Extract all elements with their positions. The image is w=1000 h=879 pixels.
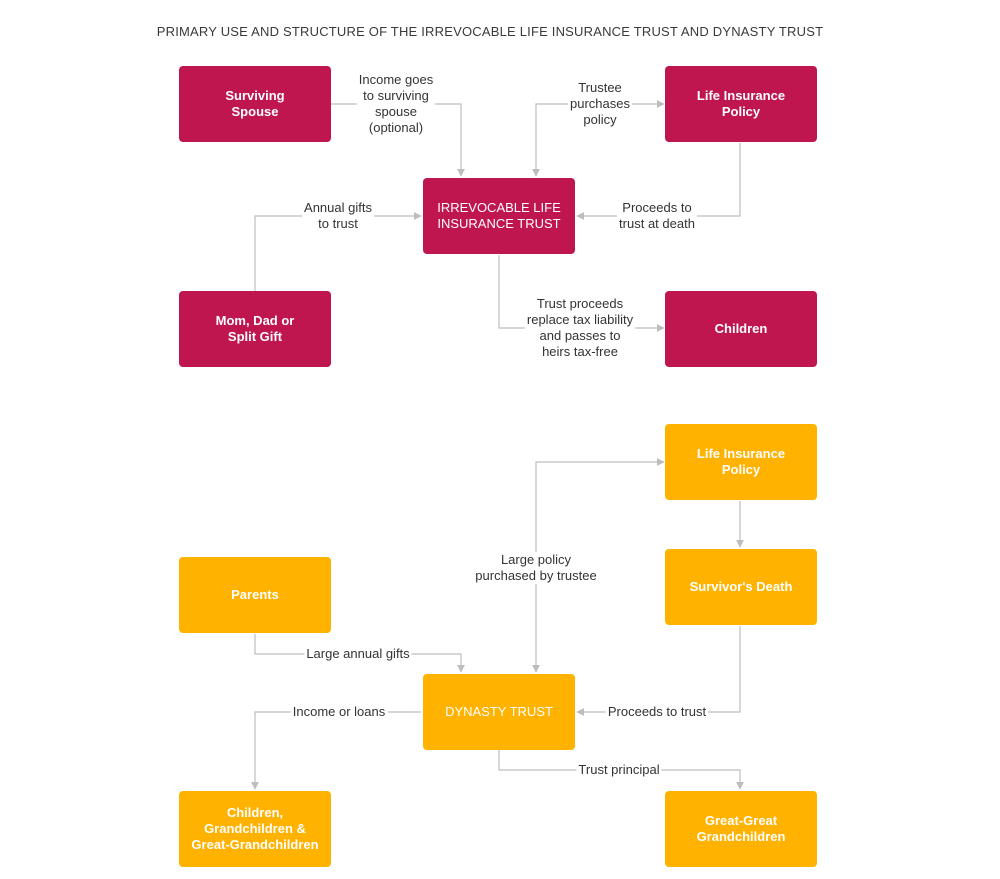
ilit-life-insurance-policy-box: Life Insurance Policy <box>665 66 817 142</box>
descendants-box: Children, Grandchildren & Great-Grandchi… <box>179 791 331 867</box>
dynasty-life-insurance-policy-box: Life Insurance Policy <box>665 424 817 500</box>
surviving-spouse-box: Surviving Spouse <box>179 66 331 142</box>
label-trust-principal: Trust principal <box>576 762 662 778</box>
dynasty-trust-box: DYNASTY TRUST <box>423 674 575 750</box>
ilit-children-box: Children <box>665 291 817 367</box>
survivors-death-box: Survivor's Death <box>665 549 817 625</box>
parents-box: Parents <box>179 557 331 633</box>
label-large-annual-gifts: Large annual gifts <box>304 646 412 662</box>
great-great-grandchildren-box: Great-Great Grandchildren <box>665 791 817 867</box>
label-proceeds-at-death: Proceeds to trust at death <box>617 200 697 232</box>
connector-proceeds-trust <box>576 626 741 716</box>
label-income-to-spouse: Income goes to surviving spouse (optiona… <box>356 72 436 136</box>
mom-dad-split-gift-box: Mom, Dad or Split Gift <box>179 291 331 367</box>
label-large-policy: Large policy purchased by trustee <box>473 552 599 584</box>
label-annual-gifts: Annual gifts to trust <box>302 200 374 232</box>
diagram-title: PRIMARY USE AND STRUCTURE OF THE IRREVOC… <box>156 24 824 39</box>
connector-income-loans <box>251 711 421 790</box>
label-income-or-loans: Income or loans <box>290 704 388 720</box>
label-trustee-purchases: Trustee purchases policy <box>568 80 632 128</box>
ilit-trust-box: IRREVOCABLE LIFE INSURANCE TRUST <box>423 178 575 254</box>
connector-large-policy <box>532 458 665 673</box>
label-proceeds-to-trust: Proceeds to trust <box>605 704 709 720</box>
label-tax-free-proceeds: Trust proceeds replace tax liability and… <box>524 296 636 360</box>
